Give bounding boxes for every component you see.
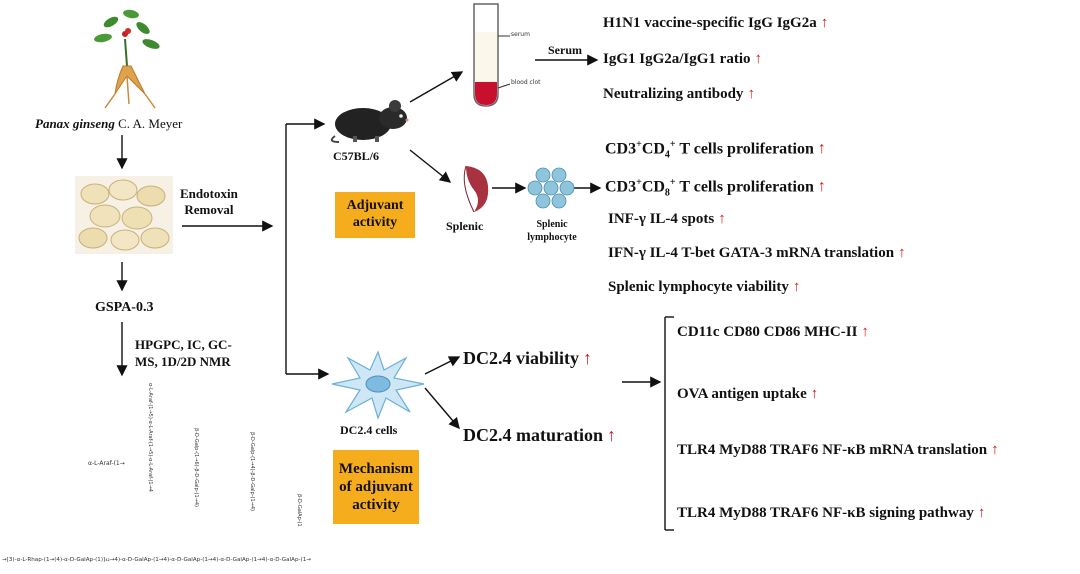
cd8-sup: + — [636, 177, 642, 188]
dc-result-2-text: OVA antigen uptake — [677, 386, 807, 402]
up-arrow-icon: ↑ — [991, 442, 999, 458]
mouse-image — [330, 100, 409, 143]
side-branch-label: α-L-Araf-(1→ — [88, 460, 125, 467]
dc-maturation: DC2.4 maturation↑ — [463, 426, 616, 444]
species-author: C. A. Meyer — [118, 116, 183, 131]
serum-tube-label: serum — [511, 31, 530, 38]
endotoxin-line-1: Endotoxin — [180, 186, 238, 201]
up-arrow-icon: ↑ — [607, 425, 616, 445]
cd4-sub: 4 — [664, 149, 670, 161]
dc-viability: DC2.4 viability↑ — [463, 349, 592, 367]
mechanism-line-3: activity — [352, 497, 400, 513]
spleen-result-3: Splenic lymphocyte viability↑ — [608, 280, 800, 295]
dc-result-3-text: TLR4 MyD88 TRAF6 NF-κB mRNA translation — [677, 442, 988, 458]
spleen-result-2-text: IFN-γ IL-4 T-bet GATA-3 mRNA translation — [608, 245, 895, 261]
serum-result-2-text: IgG1 IgG2a/IgG1 ratio — [603, 51, 751, 67]
mechanism-line-2: of adjuvant — [339, 479, 413, 495]
branch-1: α-L-Araf-(1→5)-α-L-Araf-(1→5)-α-L-Araf-(… — [147, 383, 153, 492]
cd4-result: CD3+CD4+ T cells proliferation↑ — [605, 140, 826, 161]
lymphocyte-line-1: Splenic — [536, 219, 568, 230]
endotoxin-line-2: Removal — [184, 202, 234, 217]
dc-maturation-text: DC2.4 maturation — [463, 425, 603, 445]
branch-2: β-D-Galp-(1→6)-β-D-Galp-(1→4) — [193, 428, 199, 507]
dc-viability-text: DC2.4 viability — [463, 348, 580, 368]
dendritic-cell-image — [331, 350, 425, 420]
up-arrow-icon: ↑ — [792, 279, 801, 295]
cd8-result: CD3+CD8+ T cells proliferation↑ — [605, 178, 826, 199]
splenic-label: Splenic — [446, 219, 484, 233]
lymphocyte-label: Splenic lymphocyte — [520, 218, 584, 244]
source-label: Panax ginseng C. A. Meyer — [35, 117, 182, 130]
cd8-post: T cells proliferation — [679, 178, 814, 196]
up-arrow-icon: ↑ — [747, 86, 755, 102]
dc-result-4-text: TLR4 MyD88 TRAF6 NF-κB signing pathway — [677, 505, 974, 521]
methods-line-1: HPGPC, IC, GC- — [135, 337, 232, 352]
cd8-mid: CD — [641, 178, 665, 196]
up-arrow-icon: ↑ — [820, 15, 829, 31]
spleen-result-1: INF-γ IL-4 spots↑ — [608, 212, 726, 227]
serum-arrow-label: Serum — [548, 43, 582, 57]
up-arrow-icon: ↑ — [861, 324, 869, 340]
up-arrow-icon: ↑ — [898, 245, 906, 261]
dc-result-1-text: CD11c CD80 CD86 MHC-II — [677, 324, 858, 340]
endotoxin-removal-label: Endotoxin Removal — [180, 186, 238, 218]
spleen-result-3-text: Splenic lymphocyte viability — [608, 279, 789, 295]
up-arrow-icon: ↑ — [583, 348, 593, 368]
backbone-formula: →[3)-α-L-Rhap-(1→(4)-α-D-GalAp-(1)]₄₂→4)… — [2, 557, 311, 563]
branch-3: β-D-Galp-(1→4)-β-D-Galp-(1→4) — [249, 432, 255, 511]
up-arrow-icon: ↑ — [817, 178, 826, 196]
dc-result-4: TLR4 MyD88 TRAF6 NF-κB signing pathway↑ — [677, 506, 985, 521]
serum-result-3: Neutralizing antibody↑ — [603, 87, 755, 102]
cd8-sup2: + — [669, 177, 676, 188]
lymphocyte-cluster-image — [527, 167, 575, 209]
dc-result-3: TLR4 MyD88 TRAF6 NF-κB mRNA translation↑ — [677, 443, 999, 458]
up-arrow-icon: ↑ — [718, 211, 726, 227]
adjuvant-line-2: activity — [352, 215, 398, 230]
adjuvant-activity-box: Adjuvant activity — [335, 192, 415, 238]
cd4-sup2: + — [669, 139, 676, 150]
dc-result-1: CD11c CD80 CD86 MHC-II↑ — [677, 325, 869, 340]
methods-label: HPGPC, IC, GC- MS, 1D/2D NMR — [135, 336, 232, 370]
cd8-sub: 8 — [664, 187, 670, 199]
compound-label: GSPA-0.3 — [95, 300, 154, 315]
mouse-strain-label: C57BL/6 — [333, 149, 380, 163]
branch-4: β-D-GalAp-(1 — [296, 494, 302, 527]
spleen-result-1-text: INF-γ IL-4 spots — [608, 211, 715, 227]
dc-result-2: OVA antigen uptake↑ — [677, 387, 818, 402]
cd4-sup: + — [636, 139, 642, 150]
spleen-image — [463, 165, 489, 213]
up-arrow-icon: ↑ — [754, 51, 763, 67]
methods-line-2: MS, 1D/2D NMR — [135, 354, 231, 369]
spleen-result-2: IFN-γ IL-4 T-bet GATA-3 mRNA translation… — [608, 246, 906, 261]
species-name: Panax ginseng — [35, 116, 115, 131]
cd4-pre: CD3 — [605, 140, 637, 158]
serum-result-2: IgG1 IgG2a/IgG1 ratio↑ — [603, 52, 762, 67]
adjuvant-line-1: Adjuvant — [346, 198, 404, 214]
cd4-mid: CD — [641, 140, 665, 158]
cd4-post: T cells proliferation — [679, 140, 814, 158]
lymphocyte-line-2: lymphocyte — [527, 232, 577, 243]
blood-tube-image — [473, 3, 511, 107]
up-arrow-icon: ↑ — [977, 505, 986, 521]
ginseng-plant-image — [94, 9, 160, 109]
clot-tube-label: blood clot — [511, 79, 541, 86]
mechanism-box: Mechanism of adjuvant activity — [333, 450, 419, 524]
cd8-pre: CD3 — [605, 178, 637, 196]
mechanism-line-1: Mechanism — [338, 461, 414, 477]
ginseng-slices-image — [75, 176, 173, 254]
up-arrow-icon: ↑ — [817, 140, 826, 158]
serum-result-3-text: Neutralizing antibody — [603, 86, 744, 102]
serum-result-1: H1N1 vaccine-specific IgG IgG2a↑ — [603, 16, 828, 31]
serum-result-1-text: H1N1 vaccine-specific IgG IgG2a — [603, 15, 817, 31]
dc-cells-label: DC2.4 cells — [340, 423, 398, 437]
up-arrow-icon: ↑ — [810, 386, 819, 402]
